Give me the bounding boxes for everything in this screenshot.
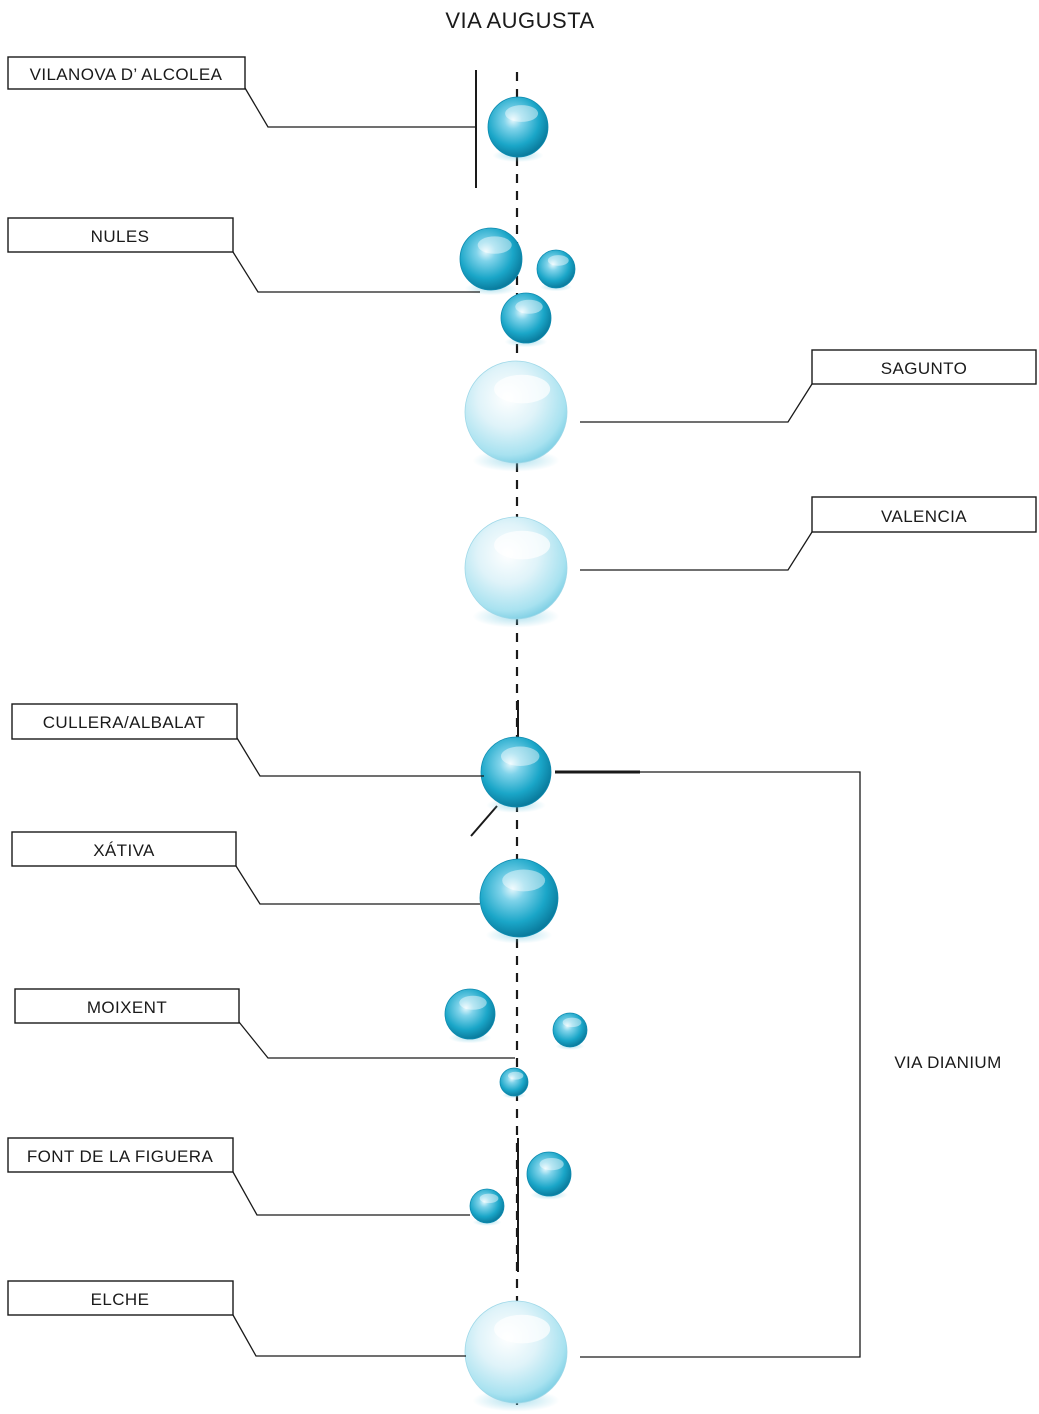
station-label-sagunto: SAGUNTO	[811, 349, 1037, 385]
sphere-body	[444, 988, 496, 1040]
leader-moixent	[238, 1021, 515, 1059]
sphere-cullera	[480, 736, 552, 813]
sphere-highlight	[562, 1017, 582, 1028]
sphere-elche	[464, 1300, 568, 1412]
station-name: VALENCIA	[881, 507, 967, 526]
sphere-body	[500, 292, 552, 344]
sphere-sagunto	[464, 360, 568, 472]
leader-font-figuera	[232, 1171, 470, 1216]
sphere-valencia	[464, 516, 568, 628]
sphere-body	[487, 96, 549, 158]
sphere-highlight	[547, 255, 569, 266]
station-name: CULLERA/ALBALAT	[43, 713, 206, 732]
station-name: NULES	[91, 227, 150, 246]
leader-vilanova	[244, 87, 476, 128]
station-label-nules: NULES	[7, 217, 234, 253]
sphere-highlight	[459, 995, 487, 1010]
sphere-nules-2	[536, 249, 576, 292]
sphere-nules-1	[459, 227, 523, 296]
sphere-moixent-2	[552, 1012, 588, 1050]
sphere-body	[480, 736, 552, 808]
sphere-moixent-1	[444, 988, 496, 1044]
sphere-highlight	[502, 869, 546, 892]
station-name: MOIXENT	[87, 998, 167, 1017]
sphere-body	[459, 227, 523, 291]
station-label-moixent: MOIXENT	[14, 988, 240, 1024]
station-label-xativa: XÁTIVA	[11, 831, 237, 867]
sphere-moixent-3	[499, 1067, 529, 1099]
station-label-cullera: CULLERA/ALBALAT	[11, 703, 238, 740]
sphere-body	[536, 249, 576, 289]
leader-elche	[232, 1314, 466, 1357]
sphere-body	[469, 1188, 505, 1224]
sphere-highlight	[477, 236, 512, 254]
sphere-highlight	[500, 746, 540, 767]
diagram-title: VIA AUGUSTA	[445, 8, 594, 33]
sphere-body	[499, 1067, 529, 1097]
station-label-valencia: VALENCIA	[811, 496, 1037, 533]
sphere-highlight	[539, 1157, 564, 1171]
sphere-nules-3	[500, 292, 552, 348]
sphere-font-figuera-2	[469, 1188, 505, 1226]
station-name: VILANOVA D’ ALCOLEA	[30, 65, 223, 84]
station-label-font-figuera: FONT DE LA FIGUERA	[7, 1137, 234, 1173]
via-dianium-bracket	[555, 771, 861, 1358]
sphere-highlight	[507, 1071, 524, 1080]
sphere-highlight	[494, 530, 551, 560]
leader-nules	[232, 251, 480, 293]
station-name: SAGUNTO	[881, 359, 968, 378]
cullera-diagonal-segment	[470, 805, 498, 837]
station-label-elche: ELCHE	[7, 1280, 234, 1316]
leader-sagunto	[580, 383, 813, 423]
sphere-highlight	[479, 1193, 499, 1204]
sphere-highlight	[515, 299, 543, 314]
leader-cullera	[236, 737, 484, 777]
sphere-vilanova	[487, 96, 549, 163]
sphere-font-figuera-1	[526, 1151, 572, 1200]
station-label-vilanova: VILANOVA D’ ALCOLEA	[7, 56, 246, 90]
station-name: XÁTIVA	[93, 841, 155, 860]
sphere-body	[526, 1151, 572, 1197]
via-dianium-label: VIA DIANIUM	[894, 1053, 1001, 1072]
station-name: FONT DE LA FIGUERA	[27, 1147, 214, 1166]
sphere-highlight	[494, 374, 551, 404]
leader-valencia	[580, 531, 813, 571]
sphere-body	[552, 1012, 588, 1048]
sphere-body	[479, 858, 559, 938]
sphere-xativa	[479, 858, 559, 944]
sphere-highlight	[505, 105, 539, 122]
station-name: ELCHE	[91, 1290, 150, 1309]
leader-xativa	[235, 865, 480, 905]
sphere-highlight	[494, 1314, 551, 1344]
